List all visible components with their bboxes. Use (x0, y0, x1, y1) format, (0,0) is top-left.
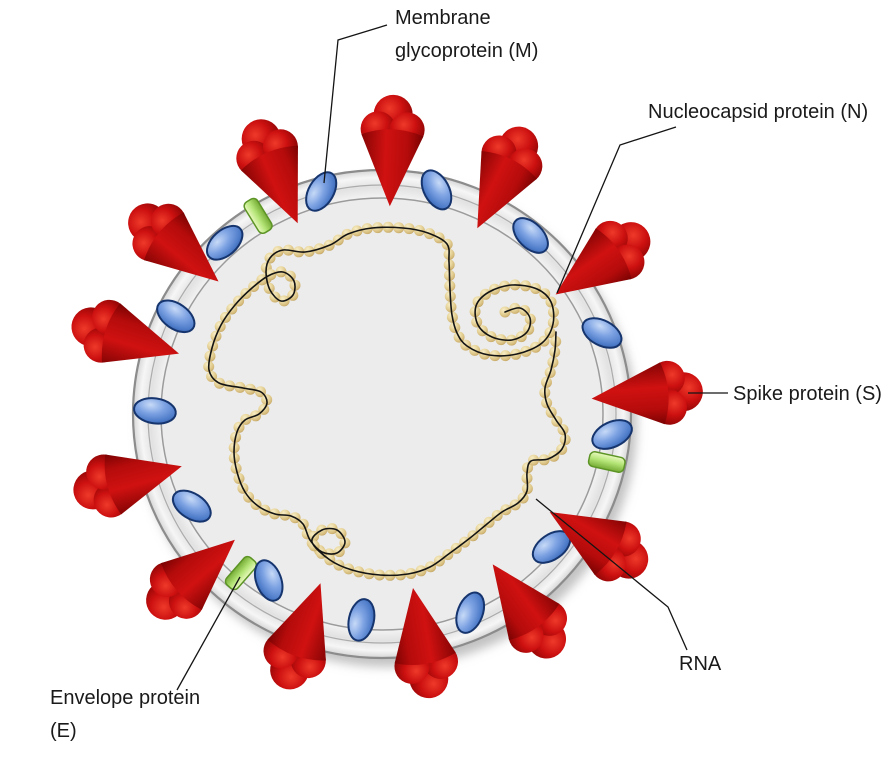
membrane-glycoprotein-shape (171, 489, 212, 523)
membrane-glycoprotein-shape (581, 317, 623, 349)
label-membrane-glycoprotein: Membrane glycoprotein (M) (395, 2, 538, 68)
spike-proteins (71, 94, 703, 699)
label-rna: RNA (679, 653, 722, 675)
spike-protein (236, 119, 298, 224)
spike-stalk (241, 145, 298, 224)
spike-protein (555, 220, 651, 295)
spike-protein (492, 564, 568, 659)
membrane-inner-ring (160, 197, 604, 631)
membrane-glycoprotein-shape (591, 419, 633, 450)
membrane-glycoprotein (156, 299, 196, 334)
membrane-glycoprotein-shape (347, 598, 376, 642)
spike-protein (360, 94, 425, 207)
membrane-glycoprotein (347, 598, 376, 642)
membrane-glycoprotein-shape (420, 169, 453, 211)
leader-line-rna (535, 498, 688, 651)
membrane-glycoprotein (455, 591, 486, 634)
spike-stalk (104, 454, 182, 515)
spike-stalk (144, 212, 219, 282)
spike-stalk (394, 588, 456, 665)
spike-protein (71, 299, 179, 363)
spike-stalk (477, 150, 537, 229)
spike-stalk (361, 129, 424, 207)
envelope-protein (587, 451, 626, 473)
membrane-glycoprotein (591, 419, 633, 450)
membrane-glycoprotein-shape (133, 397, 177, 425)
rna-strand (203, 221, 571, 581)
membrane-glycoprotein (305, 171, 338, 212)
spike-protein (128, 203, 219, 282)
spike-protein (73, 454, 182, 518)
spike-stalk (161, 539, 235, 610)
envelope-proteins (224, 197, 626, 591)
envelope-protein (224, 555, 258, 591)
label-envelope-line1: Envelope protein (50, 687, 201, 709)
membrane-glycoprotein (133, 397, 177, 425)
spike-stalk (267, 583, 326, 661)
leader-line-nucleocapsid (556, 126, 677, 294)
membrane-glycoproteins (133, 169, 633, 642)
spike-stalk (549, 512, 627, 575)
envelope-protein-shape (587, 451, 626, 473)
membrane-glycoprotein-shape (205, 224, 244, 261)
membrane-glycoprotein (205, 224, 244, 261)
membrane-glycoprotein (253, 559, 284, 602)
label-nucleocapsid-protein: Nucleocapsid protein (N) (648, 101, 869, 123)
membrane-glycoprotein-shape (305, 171, 338, 212)
membrane-glycoprotein (420, 169, 453, 211)
spike-protein (549, 512, 649, 582)
spike-stalk (101, 303, 179, 363)
label-membrane-line2: glycoprotein (M) (395, 40, 539, 62)
leader-line-envelope (176, 576, 241, 691)
membrane-glycoprotein-shape (455, 591, 486, 634)
envelope-protein (243, 197, 273, 235)
label-envelope-protein: Envelope protein (E) (50, 682, 200, 748)
spike-protein (591, 360, 703, 425)
label-envelope-line2: (E) (50, 720, 77, 742)
spike-protein (477, 126, 543, 229)
spike-protein (263, 583, 326, 690)
label-membrane-line1: Membrane (395, 7, 491, 29)
spike-stalk (591, 362, 669, 425)
membrane-glycoprotein (171, 489, 212, 523)
spike-stalk (555, 228, 632, 295)
membrane-glycoprotein-shape (253, 559, 284, 602)
spike-protein (146, 539, 235, 620)
label-spike-protein: Spike protein (S) (733, 383, 882, 405)
membrane-glycoprotein-shape (156, 299, 196, 334)
spike-stalk (492, 564, 560, 641)
spike-protein (394, 588, 459, 699)
leader-line-membrane (323, 24, 388, 184)
envelope-protein-shape (243, 197, 273, 235)
leader-lines (176, 24, 728, 691)
rna-line (207, 226, 567, 577)
membrane-glycoprotein (581, 317, 623, 349)
envelope-protein-shape (224, 555, 258, 591)
